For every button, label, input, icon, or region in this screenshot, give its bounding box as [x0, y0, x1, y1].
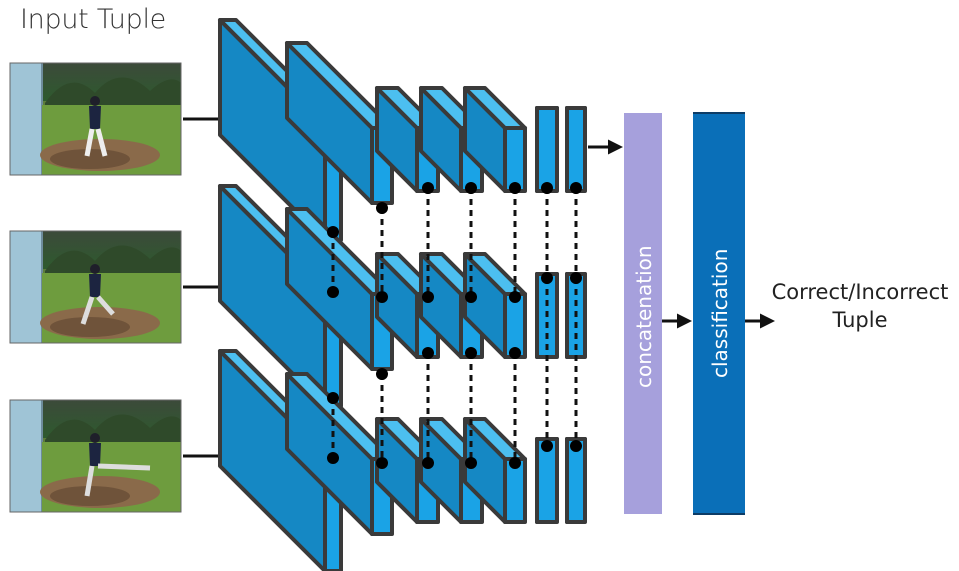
input-frame-2: [9, 230, 273, 344]
link-node: [376, 291, 388, 303]
link-node: [327, 392, 339, 404]
branch-1: [218, 18, 587, 242]
link-node: [570, 272, 582, 284]
link-node: [509, 182, 521, 194]
link-node: [465, 457, 477, 469]
link-node: [570, 440, 582, 452]
branch-3: [218, 349, 587, 571]
link-node: [465, 182, 477, 194]
branch-2: [218, 184, 587, 408]
link-node: [509, 457, 521, 469]
link-node: [376, 457, 388, 469]
link-node: [541, 440, 553, 452]
branch-3-fc7: [565, 437, 587, 524]
output-label-line1: Correct/Incorrect: [771, 280, 949, 304]
link-node: [541, 182, 553, 194]
concatenation-label: concatenation: [632, 245, 656, 388]
link-node: [465, 347, 477, 359]
link-node: [422, 457, 434, 469]
link-node: [509, 347, 521, 359]
branch-1-fc7: [565, 106, 587, 193]
link-node: [376, 202, 388, 214]
link-node: [422, 291, 434, 303]
concatenation-block: [624, 113, 662, 514]
branch-3-conv5: [463, 417, 527, 524]
output-label-line2: Tuple: [832, 308, 888, 332]
link-node: [570, 182, 582, 194]
link-node: [509, 291, 521, 303]
branch-1-conv5: [463, 86, 527, 193]
classification-label: classification: [708, 249, 732, 378]
output-label: Correct/Incorrect Tuple: [760, 278, 959, 334]
link-node: [327, 452, 339, 464]
link-node: [422, 347, 434, 359]
link-node: [376, 368, 388, 380]
branch-3-fc6: [535, 437, 559, 524]
link-node: [327, 286, 339, 298]
link-node: [465, 291, 477, 303]
input-frame-3: [9, 399, 273, 513]
classification-block: [693, 113, 745, 514]
input-frame-1: [9, 62, 273, 176]
branch-2-conv5: [463, 252, 527, 359]
input-tuple-title: Input Tuple: [20, 4, 166, 35]
link-node: [541, 272, 553, 284]
link-node: [327, 226, 339, 238]
link-node: [422, 182, 434, 194]
branch-1-fc6: [535, 106, 559, 193]
